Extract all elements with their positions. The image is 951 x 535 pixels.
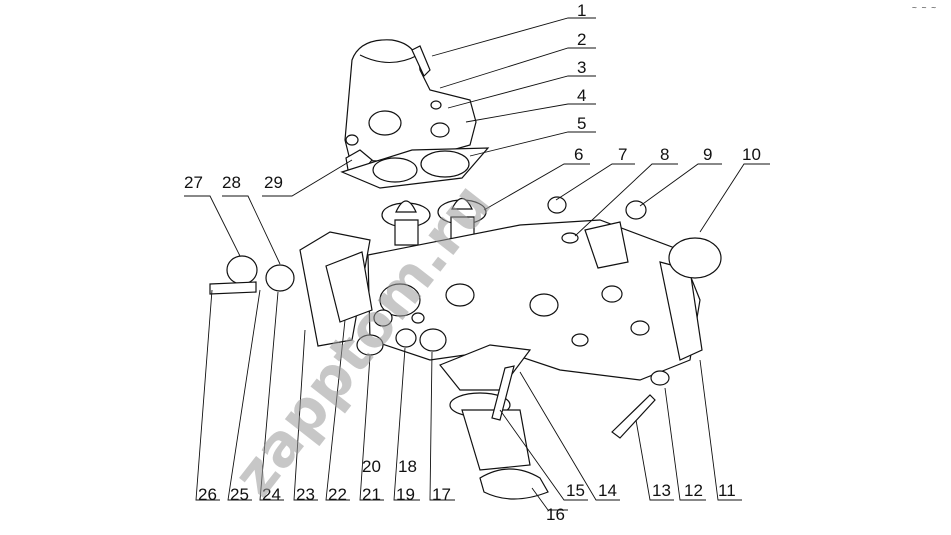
hose-clamp [479, 468, 549, 500]
o-ring [668, 237, 722, 279]
callout-29: 29 [264, 173, 283, 192]
callout-17: 17 [432, 485, 451, 504]
fittings-front [356, 309, 447, 356]
callout-21: 21 [362, 485, 381, 504]
callout-19: 19 [396, 485, 415, 504]
outlet-pipe [439, 344, 532, 471]
callout-13: 13 [652, 481, 671, 500]
callout-3: 3 [577, 58, 586, 77]
callout-16: 16 [546, 505, 565, 524]
callout-labels: 1 2 3 4 5 6 7 8 9 10 11 12 13 14 15 16 1… [184, 1, 761, 524]
callout-27: 27 [184, 173, 203, 192]
thermostat-cover [344, 39, 477, 163]
thermostat-housing-body [367, 219, 703, 381]
callout-26: 26 [198, 485, 217, 504]
callout-23: 23 [296, 485, 315, 504]
callout-12: 12 [684, 481, 703, 500]
thermostats [381, 197, 487, 246]
leader-lines [184, 17, 770, 511]
callout-6: 6 [574, 145, 583, 164]
gasket-upper [340, 147, 490, 189]
callout-7: 7 [618, 145, 627, 164]
corner-mark: ~ ~ ~ [912, 3, 936, 12]
callout-22: 22 [328, 485, 347, 504]
bolts [491, 196, 670, 439]
plug-left [209, 255, 295, 295]
callout-9: 9 [703, 145, 712, 164]
callout-14: 14 [598, 481, 617, 500]
callout-11: 11 [718, 481, 736, 500]
callout-28: 28 [222, 173, 241, 192]
callout-24: 24 [262, 485, 281, 504]
callout-8: 8 [660, 145, 669, 164]
bleed-pipe [411, 45, 431, 78]
callout-20: 20 [362, 457, 381, 476]
callout-18: 18 [398, 457, 417, 476]
side-flange [299, 231, 373, 347]
callout-15: 15 [566, 481, 585, 500]
callout-1: 1 [577, 1, 586, 20]
callout-4: 4 [577, 86, 586, 105]
callout-5: 5 [577, 114, 586, 133]
callout-2: 2 [577, 30, 586, 49]
callout-25: 25 [230, 485, 249, 504]
callout-10: 10 [742, 145, 761, 164]
